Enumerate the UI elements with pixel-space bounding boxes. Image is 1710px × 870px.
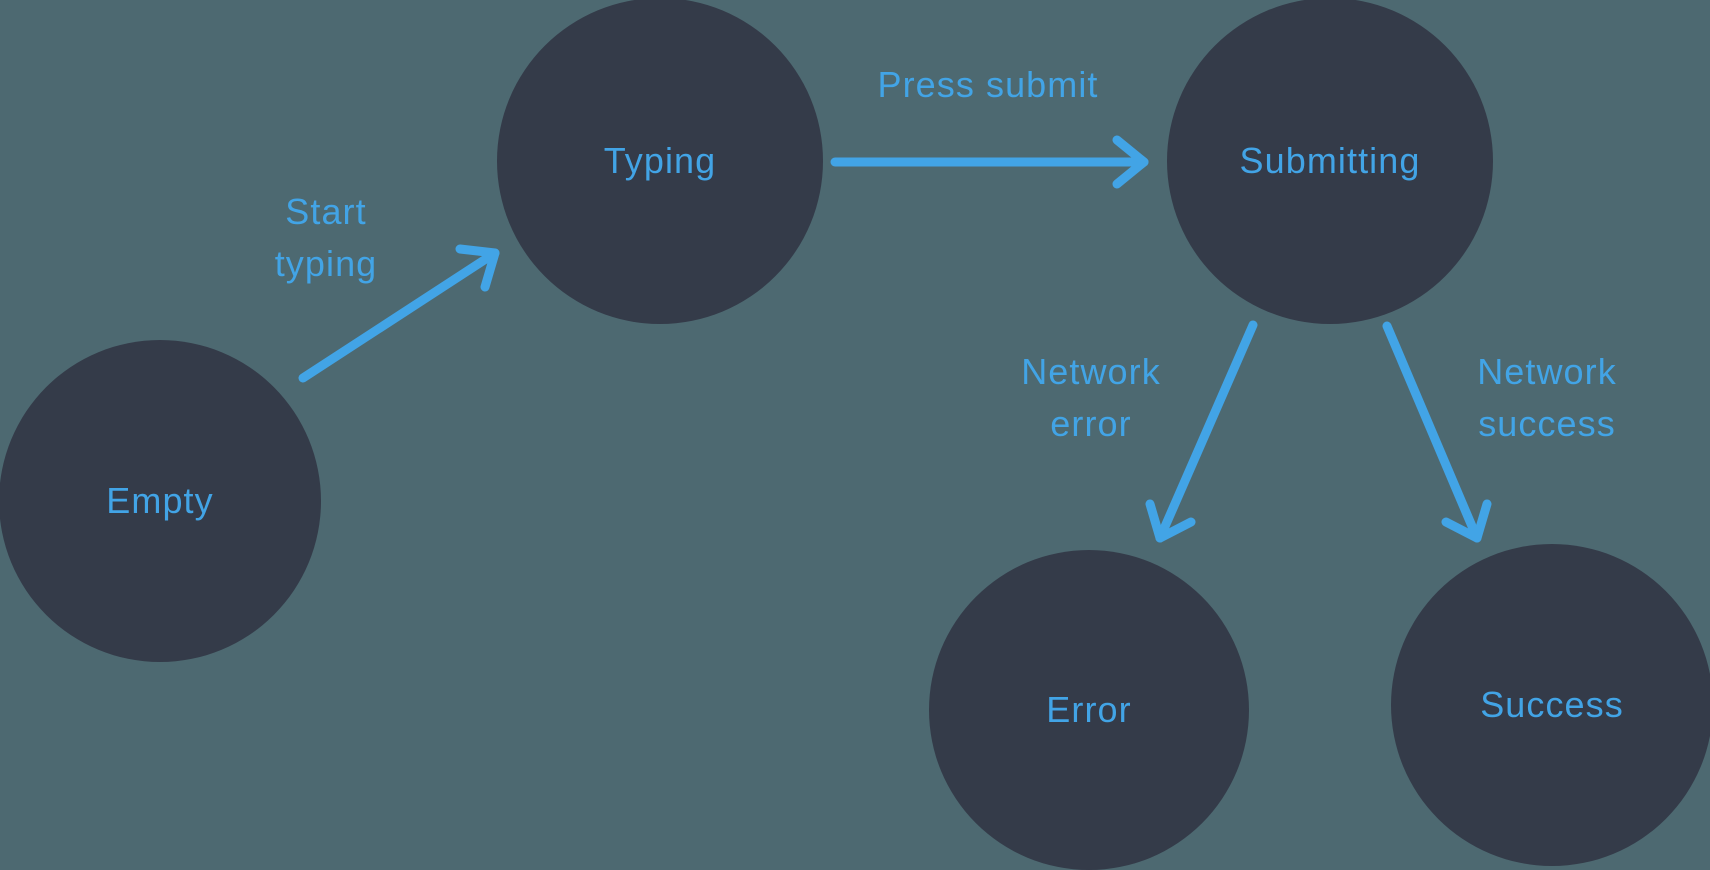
edge-arrow-network-success xyxy=(1382,321,1492,543)
state-node-success: Success xyxy=(1391,544,1710,866)
state-node-submitting: Submitting xyxy=(1167,0,1493,324)
state-node-label: Success xyxy=(1480,684,1624,725)
state-node-typing: Typing xyxy=(497,0,823,324)
state-node-empty: Empty xyxy=(0,340,321,662)
state-node-label: Error xyxy=(1046,689,1132,730)
edge-arrow-press-submit xyxy=(830,135,1149,189)
arrowhead-icon xyxy=(1145,499,1196,543)
edge-line xyxy=(1155,320,1258,543)
state-node-error: Error xyxy=(929,550,1249,870)
edge-arrow-start-typing xyxy=(298,244,500,383)
edge-label-press-submit: Press submit xyxy=(877,64,1099,105)
edge-label-network-success: Network success xyxy=(1477,351,1617,444)
state-node-label: Empty xyxy=(106,480,214,521)
edge-line xyxy=(1382,321,1482,543)
arrowhead-icon xyxy=(455,244,500,292)
arrowhead-icon xyxy=(1441,499,1492,543)
state-node-label: Submitting xyxy=(1239,140,1421,181)
edge-line xyxy=(298,248,500,383)
edge-arrow-network-error xyxy=(1145,320,1258,543)
edge-label-network-error: Network error xyxy=(1021,351,1161,444)
state-node-label: Typing xyxy=(603,140,717,181)
arrowhead-icon xyxy=(1112,135,1149,189)
edge-label-start-typing: Start typing xyxy=(274,191,378,284)
